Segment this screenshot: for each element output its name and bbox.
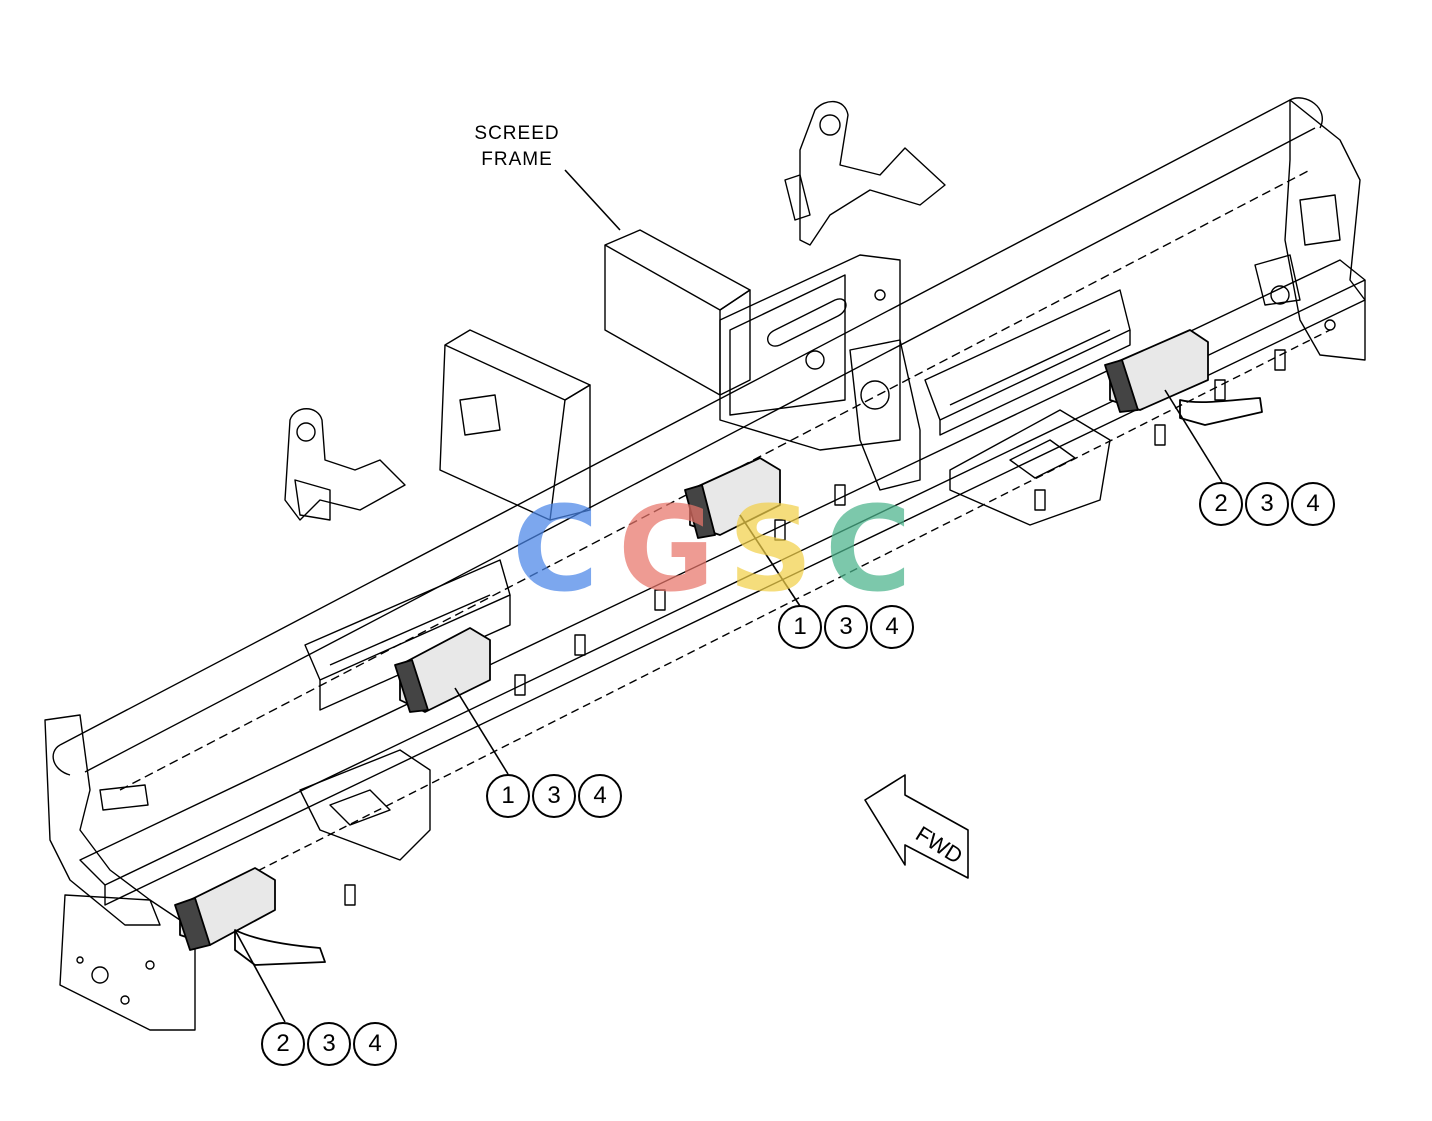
- screed-frame-label: SCREED FRAME: [462, 121, 572, 173]
- mount-posts: [344, 349, 1286, 906]
- callout-bubble[interactable]: 4: [1291, 482, 1335, 526]
- callout-bubble[interactable]: 4: [870, 605, 914, 649]
- center-tower: [604, 229, 921, 491]
- lift-bracket-left: [284, 408, 406, 521]
- screed-frame-line2: FRAME: [481, 149, 553, 170]
- callout-bubble[interactable]: 2: [1199, 482, 1243, 526]
- left-end-plate: [44, 714, 196, 1031]
- watermark-letter-4: C: [825, 480, 912, 618]
- callout-center: 1 3 4: [778, 605, 914, 649]
- callout-right-end: 2 3 4: [1199, 482, 1335, 526]
- screed-frame-line1: SCREED: [474, 123, 560, 144]
- callout-bubble[interactable]: 3: [307, 1022, 351, 1066]
- right-end-plate: [1254, 99, 1366, 361]
- gearbox-left-end: [174, 867, 326, 966]
- callout-left-end: 2 3 4: [261, 1022, 397, 1066]
- callout-bubble[interactable]: 3: [532, 774, 576, 818]
- callout-bubble[interactable]: 1: [486, 774, 530, 818]
- upper-tube: [52, 97, 1323, 791]
- left-lower-block: [299, 749, 431, 861]
- callout-bubble[interactable]: 4: [353, 1022, 397, 1066]
- left-tower: [439, 329, 591, 521]
- callout-bubble[interactable]: 3: [824, 605, 868, 649]
- callout-bubble[interactable]: 3: [1245, 482, 1289, 526]
- watermark-letter-3: S: [728, 480, 813, 618]
- gearbox-center: [684, 457, 781, 539]
- gearbox-left-center: [394, 627, 491, 713]
- gearbox-right-end: [1104, 329, 1263, 426]
- right-lower-block: [949, 409, 1111, 526]
- callout-bubble[interactable]: 4: [578, 774, 622, 818]
- callout-bubble[interactable]: 2: [261, 1022, 305, 1066]
- callout-left-center: 1 3 4: [486, 774, 622, 818]
- watermark-letter-2: G: [618, 480, 715, 618]
- watermark-letter-1: C: [512, 480, 599, 618]
- right-slide-rail: [924, 289, 1131, 436]
- lift-bracket-center: [784, 100, 946, 246]
- leader-lines: [234, 169, 1223, 1023]
- fwd-arrow-icon: [864, 774, 969, 879]
- callout-bubble[interactable]: 1: [778, 605, 822, 649]
